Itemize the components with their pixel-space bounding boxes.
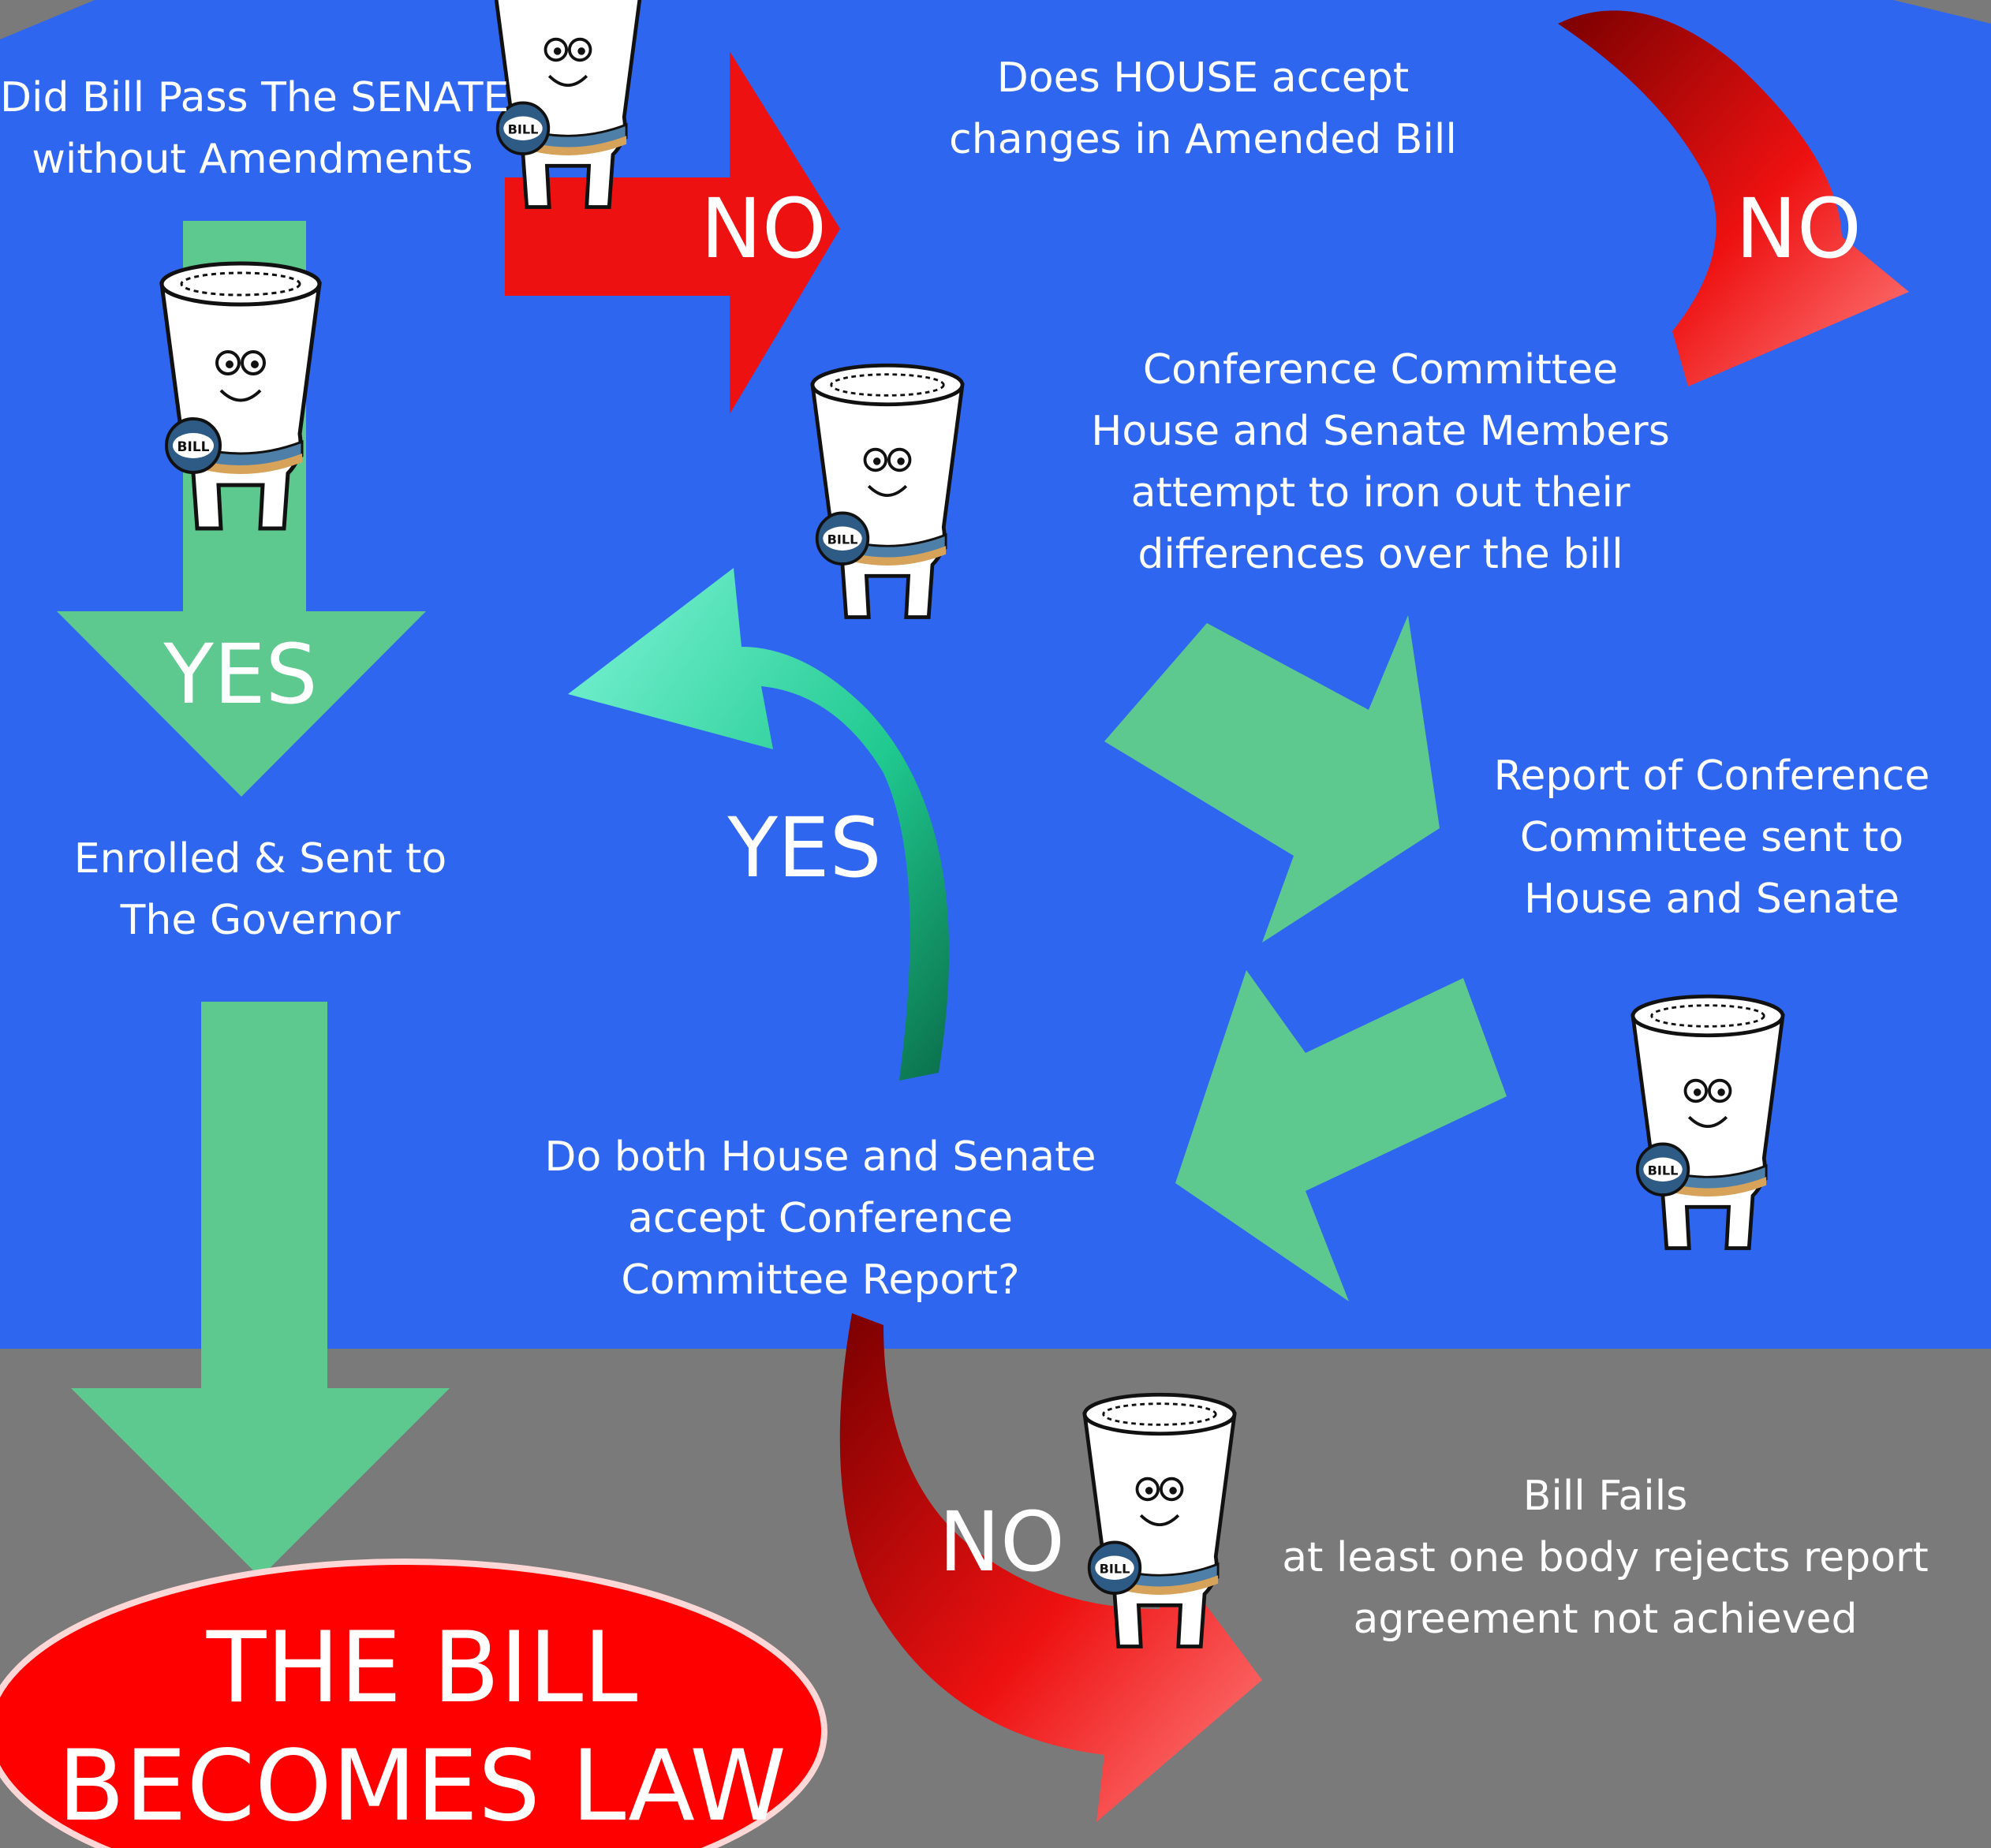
both-accept-line-2: accept Conference — [627, 1195, 1014, 1242]
conference-committee-text: Conference Committee House and Senate Me… — [1057, 339, 1704, 585]
senate-question-line-2: without Amendments — [32, 136, 473, 183]
no-label-both: NO — [939, 1494, 1065, 1590]
enrolled-text: Enrolled & Sent to The Governor — [32, 828, 489, 951]
both-accept-question: Do both House and Senate accept Conferen… — [521, 1126, 1120, 1311]
conference-line-4: differences over the bill — [1137, 531, 1623, 578]
both-accept-line-3: Committee Report? — [621, 1256, 1020, 1304]
no-right-arrow — [505, 51, 840, 414]
blue-background-panel — [0, 0, 1991, 1349]
fails-line-1: Bill Fails — [1522, 1473, 1688, 1520]
senate-question-line-1: Did Bill Pass The SENATE — [0, 74, 510, 121]
conference-line-1: Conference Committee — [1142, 346, 1619, 394]
yes-down-arrow-1 — [57, 221, 426, 797]
senate-question: Did Bill Pass The SENATE without Amendme… — [0, 67, 510, 190]
enrolled-line-1: Enrolled & Sent to — [73, 835, 447, 883]
chevron-arrow-to-report — [1104, 615, 1440, 943]
conference-report-text: Report of Conference Committee sent to H… — [1467, 745, 1956, 930]
house-question-line-2: changes in Amended Bill — [949, 116, 1457, 163]
no-curved-arrow-bottom — [839, 1313, 1262, 1822]
yes-label-senate: YES — [163, 626, 318, 722]
law-line-2: BECOMES LAW — [58, 1730, 786, 1843]
report-line-3: House and Senate — [1523, 875, 1900, 923]
both-accept-line-1: Do both House and Senate — [544, 1133, 1096, 1181]
report-line-1: Report of Conference — [1493, 752, 1930, 800]
enrolled-line-2: The Governor — [120, 897, 401, 944]
no-curved-arrow-top — [1558, 10, 1909, 386]
report-line-2: Committee sent to — [1519, 814, 1904, 861]
house-question-line-1: Does HOUSE accept — [996, 54, 1410, 102]
house-question: Does HOUSE accept changes in Amended Bil… — [915, 47, 1491, 170]
fails-line-2: at least one body rejects report — [1282, 1534, 1929, 1581]
no-label-senate: NO — [700, 181, 827, 277]
conference-line-2: House and Senate Members — [1091, 408, 1670, 455]
bill-fails-text: Bill Fails at least one body rejects rep… — [1262, 1465, 1948, 1650]
yes-label-both: YES — [727, 800, 882, 896]
becomes-law-text: THE BILL BECOMES LAW — [32, 1609, 812, 1846]
becomes-law-oval — [0, 1559, 827, 1848]
no-label-house: NO — [1735, 181, 1862, 277]
fails-line-3: agreement not achieved — [1353, 1596, 1858, 1643]
chevron-arrow-to-vote — [1175, 970, 1507, 1301]
yes-down-arrow-2 — [71, 1002, 450, 1577]
conference-line-3: attempt to iron out their — [1130, 469, 1631, 517]
yes-curved-arrow — [568, 568, 950, 1081]
law-line-1: THE BILL — [206, 1611, 638, 1725]
